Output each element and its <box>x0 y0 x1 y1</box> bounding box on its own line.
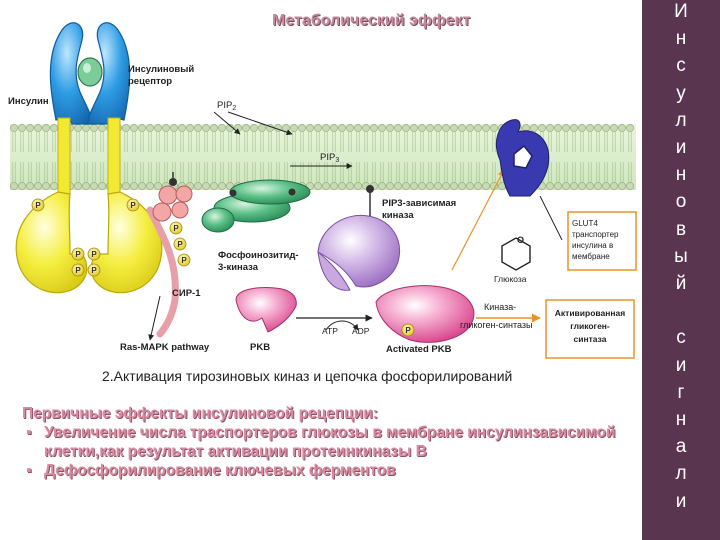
side-letter: н <box>675 28 687 50</box>
active-gs-label-3: синтаза <box>574 334 607 344</box>
side-letter: н <box>675 409 687 430</box>
glucose-o-label: O <box>517 235 524 245</box>
pkb-inactive <box>235 287 297 333</box>
glucose-molecule <box>501 237 531 271</box>
cip1-label: СИР-1 <box>172 288 201 299</box>
insulin-receptor-beta <box>15 117 163 294</box>
phosphate-label: P <box>173 224 179 233</box>
irs-chain <box>146 172 193 338</box>
phosphate-marker: P <box>126 198 140 212</box>
pkb-label: PKB <box>250 342 270 353</box>
atp-label: ATP <box>322 326 338 336</box>
figure-caption: 2.Активация тирозиновых киназ и цепочка … <box>102 368 513 384</box>
insulin-receptor-alpha <box>49 22 131 125</box>
phosphate-marker: P <box>71 263 85 277</box>
pip3-dependent-kinase <box>317 185 400 291</box>
side-letter: л <box>675 463 687 485</box>
glut4-label-1: GLUT4 <box>572 219 598 228</box>
active-gs-label-2: гликоген- <box>570 321 610 331</box>
side-letter: и <box>675 137 687 158</box>
glut4-label-3: инсулина в <box>572 241 613 250</box>
phosphate-label: P <box>177 240 183 249</box>
phosphate-label: P <box>75 250 81 259</box>
active-gs-label-1: Активированная <box>555 308 625 318</box>
effects-item: Увеличение числа траспортеров глюкозы в … <box>22 423 632 461</box>
side-letter: в <box>675 218 687 240</box>
side-letter: о <box>675 191 687 213</box>
activated-pkb-label: Activated PKB <box>386 344 452 355</box>
phosphate-marker: P <box>31 198 45 212</box>
glucose-label: Глюкоза <box>494 274 527 284</box>
pip2-label: PIP2 <box>217 100 236 112</box>
pi3k-label-1: Фосфоинозитид- <box>218 250 299 261</box>
effects-heading: Первичные эффекты инсулиновой рецепции: <box>22 405 378 422</box>
pip3-kinase-label-1: PIP3-зависимая <box>382 198 456 209</box>
glut4-transporter <box>496 119 550 197</box>
pi3k-label-2: 3-киназа <box>218 262 259 273</box>
phosphate-marker: P <box>401 323 415 337</box>
glut4-box <box>567 211 637 271</box>
effects-block: Первичные эффекты инсулиновой рецепции: … <box>22 404 632 480</box>
phosphate-label: P <box>130 201 136 210</box>
phosphate-marker: P <box>71 247 85 261</box>
glut4-label-2: транспортер <box>572 230 619 239</box>
gsk-label-2: гликоген-синтазы <box>460 320 532 330</box>
side-letter: с <box>676 327 686 349</box>
receptor-label-2: рецептор <box>128 76 172 87</box>
side-letter: л <box>675 109 687 131</box>
phosphate-label: P <box>75 266 81 275</box>
pip3-kinase-label-2: киназа <box>382 210 414 221</box>
adp-label: ADP <box>352 326 370 336</box>
phosphate-label: P <box>405 326 411 335</box>
phosphate-label: P <box>91 266 97 275</box>
receptor-label-1: Инсулиновый <box>128 64 194 75</box>
side-letter: и <box>675 354 687 376</box>
side-letter: с <box>676 55 686 77</box>
insulin-label: Инсулин <box>8 96 49 107</box>
insulin-molecule <box>77 57 103 87</box>
side-letter: И <box>674 1 688 22</box>
side-letter: а <box>675 436 687 458</box>
slide-title: Метаболический эффект <box>272 12 471 29</box>
side-letter: н <box>675 164 687 186</box>
phosphate-marker: P <box>87 263 101 277</box>
effects-item: Дефосфорилирование ключевых ферментов <box>22 461 632 480</box>
pi3-kinase <box>201 179 311 233</box>
pkb-activated <box>375 285 475 343</box>
phosphate-label: P <box>35 201 41 210</box>
phosphate-label: P <box>91 250 97 259</box>
glut4-label-4: мембране <box>572 252 610 261</box>
pip3-label: PIP3 <box>320 152 339 164</box>
side-letter: и <box>675 490 687 512</box>
phosphate-marker: P <box>169 221 183 235</box>
side-letter: ы <box>674 245 688 267</box>
side-letter: й <box>675 273 687 294</box>
side-letter: у <box>676 82 686 104</box>
phosphate-marker: P <box>173 237 187 251</box>
phosphate-marker: P <box>177 253 191 267</box>
pathway-arrows <box>148 111 563 341</box>
phosphate-label: P <box>181 256 187 265</box>
ras-mapk-label: Ras-MAPK pathway <box>120 342 210 353</box>
gsk-label-1: Киназа- <box>484 302 516 312</box>
phosphate-marker: P <box>87 247 101 261</box>
active-gs-box <box>545 299 635 359</box>
side-letter: г <box>677 381 685 403</box>
